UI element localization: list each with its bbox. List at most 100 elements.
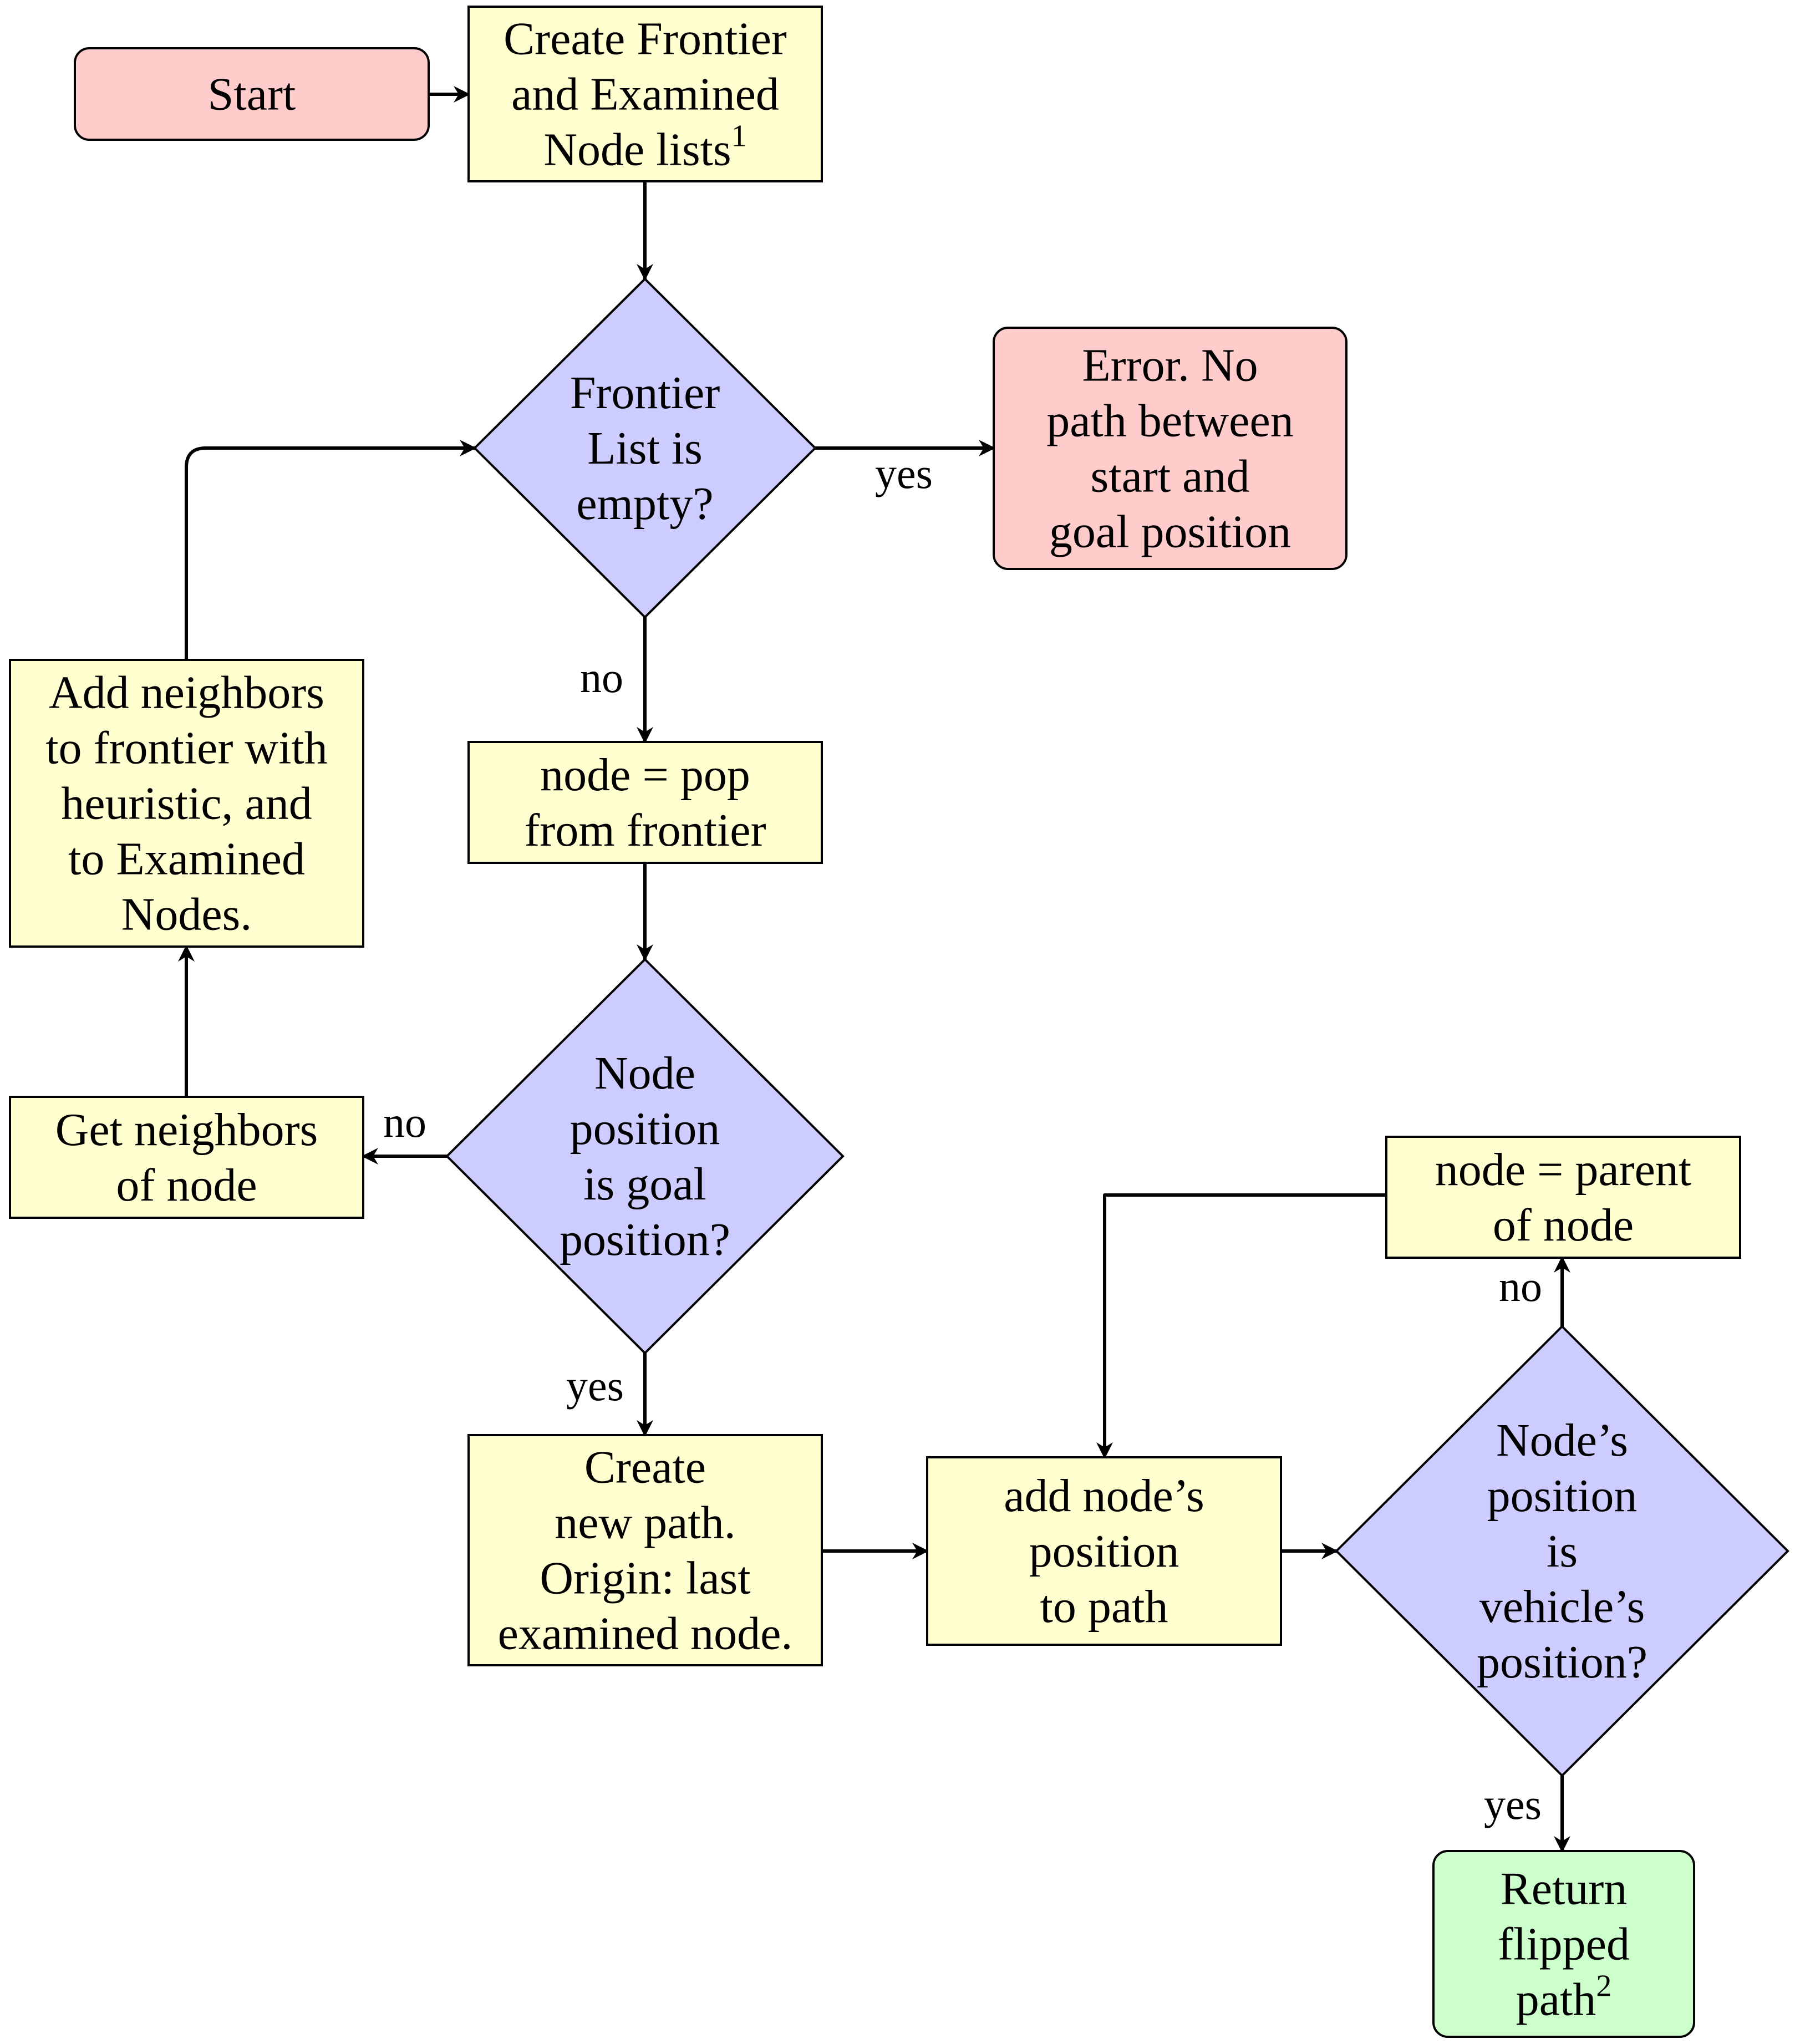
is-goal-label-line: Node bbox=[594, 1048, 695, 1099]
add-neighbors-label-text: Nodes. bbox=[121, 889, 252, 940]
return-label-line: flipped bbox=[1498, 1919, 1630, 1970]
error-label-text: path between bbox=[1046, 395, 1293, 447]
get-neighbors-label-text: Get neighbors bbox=[55, 1104, 318, 1156]
create-lists-label-text: Create Frontier bbox=[504, 13, 787, 65]
add-neighbors-label-line: heuristic, and bbox=[61, 778, 312, 830]
error-label-line: path between bbox=[1046, 395, 1293, 447]
start-label-line: Start bbox=[208, 69, 296, 120]
add-pos-label-line: position bbox=[1029, 1526, 1179, 1577]
is-goal-label-line: position? bbox=[560, 1214, 730, 1265]
get-neighbors-label-text: of node bbox=[116, 1160, 257, 1211]
add-pos-label-text: add node’s bbox=[1004, 1470, 1204, 1522]
get-neighbors-box bbox=[9, 1096, 364, 1219]
add-pos-box bbox=[926, 1456, 1282, 1646]
parent-to-add-pos-arrow bbox=[1096, 1193, 1386, 1459]
start-label-text: Start bbox=[208, 69, 296, 120]
add-neighbors-to-frontier-arrow bbox=[185, 440, 476, 660]
create-path-label-text: Create bbox=[584, 1442, 706, 1493]
error-label-text: goal position bbox=[1049, 506, 1291, 558]
is-vehicle-label-text: position? bbox=[1477, 1636, 1647, 1688]
create-lists-label-line: Create Frontier bbox=[504, 13, 787, 65]
is-vehicle-label-text: is bbox=[1547, 1526, 1578, 1577]
edge-label-goal-yes: yes bbox=[566, 1361, 624, 1410]
pop-label-line: from frontier bbox=[524, 805, 766, 856]
get-neighbors-label-line: Get neighbors bbox=[55, 1104, 318, 1156]
is-vehicle-label-text: vehicle’s bbox=[1479, 1581, 1645, 1633]
create-lists-label-line: and Examined bbox=[511, 69, 779, 120]
return-label-line: Return bbox=[1501, 1863, 1628, 1915]
add-neighbors-label-line: Nodes. bbox=[121, 889, 252, 940]
connector-layer bbox=[178, 86, 1570, 1853]
create-lists-label-line: Node lists1 bbox=[543, 119, 746, 176]
error-label-text: start and bbox=[1091, 451, 1250, 502]
is-goal-label-line: position bbox=[570, 1103, 720, 1155]
pop-label-text: node = pop bbox=[540, 749, 750, 801]
create-lists-footnote-mark: 1 bbox=[731, 119, 747, 154]
create-path-label-text: new path. bbox=[555, 1497, 736, 1549]
add-neighbors-label-text: to frontier with bbox=[45, 723, 328, 774]
pop-box bbox=[467, 741, 823, 864]
return-footnote-mark: 2 bbox=[1596, 1969, 1611, 2004]
create-path-label-line: Origin: last bbox=[540, 1553, 750, 1604]
is-vehicle-label-line: Node’s bbox=[1496, 1415, 1628, 1466]
error-label-line: goal position bbox=[1049, 506, 1291, 558]
edge-label-vehicle-no: no bbox=[1499, 1262, 1542, 1310]
add-neighbors-label-line: Add neighbors bbox=[49, 667, 324, 719]
add-neighbors-box bbox=[9, 659, 364, 948]
add-pos-label-text: to path bbox=[1040, 1581, 1168, 1633]
add-pos-label-text: position bbox=[1029, 1526, 1179, 1577]
is-goal-diamond bbox=[445, 958, 845, 1355]
edge-label-frontier-yes: yes bbox=[875, 449, 933, 497]
error-label-line: Error. No bbox=[1082, 340, 1258, 391]
parent-label-text: of node bbox=[1493, 1199, 1634, 1251]
add-neighbors-label-text: Add neighbors bbox=[49, 667, 324, 719]
get-neighbors-label-line: of node bbox=[116, 1160, 257, 1211]
is-goal-label-text: Node bbox=[594, 1048, 695, 1099]
return-box bbox=[1432, 1850, 1695, 2038]
return-label-text: Return bbox=[1501, 1863, 1628, 1915]
create-path-label-line: examined node. bbox=[498, 1608, 793, 1660]
edge-label-vehicle-yes: yes bbox=[1484, 1780, 1542, 1828]
is-vehicle-label-text: position bbox=[1487, 1470, 1638, 1522]
create-path-label-text: Origin: last bbox=[540, 1553, 750, 1604]
is-vehicle-label-line: vehicle’s bbox=[1479, 1581, 1645, 1633]
add-neighbors-label-text: heuristic, and bbox=[61, 778, 312, 830]
frontier-empty-label-text: List is bbox=[587, 423, 703, 474]
create-lists-label-text: and Examined bbox=[511, 69, 779, 120]
add-pos-label-line: add node’s bbox=[1004, 1470, 1204, 1522]
frontier-empty-diamond bbox=[473, 277, 817, 619]
parent-label-line: of node bbox=[1493, 1199, 1634, 1251]
parent-box bbox=[1385, 1136, 1741, 1259]
is-vehicle-label-text: Node’s bbox=[1496, 1415, 1628, 1466]
create-lists-label-text: Node lists bbox=[543, 124, 731, 176]
frontier-empty-label-line: empty? bbox=[576, 478, 713, 530]
add-pos-label-line: to path bbox=[1040, 1581, 1168, 1633]
return-label-text: flipped bbox=[1498, 1919, 1630, 1970]
create-path-label-text: examined node. bbox=[498, 1608, 793, 1660]
parent-label-line: node = parent bbox=[1435, 1144, 1692, 1196]
add-neighbors-label-line: to frontier with bbox=[45, 723, 328, 774]
error-label-line: start and bbox=[1091, 451, 1250, 502]
is-goal-label-text: position bbox=[570, 1103, 720, 1155]
create-path-box bbox=[467, 1434, 823, 1666]
is-vehicle-label-line: is bbox=[1547, 1526, 1578, 1577]
frontier-empty-label-text: empty? bbox=[576, 478, 713, 530]
is-goal-label-line: is goal bbox=[583, 1158, 706, 1210]
frontier-empty-label-line: Frontier bbox=[570, 367, 720, 419]
add-neighbors-label-text: to Examined bbox=[68, 833, 305, 885]
start-node: Start bbox=[74, 47, 430, 141]
edge-label-goal-no: no bbox=[383, 1098, 426, 1146]
is-vehicle-label-line: position bbox=[1487, 1470, 1638, 1522]
return-label-line: path2 bbox=[1516, 1969, 1612, 2026]
